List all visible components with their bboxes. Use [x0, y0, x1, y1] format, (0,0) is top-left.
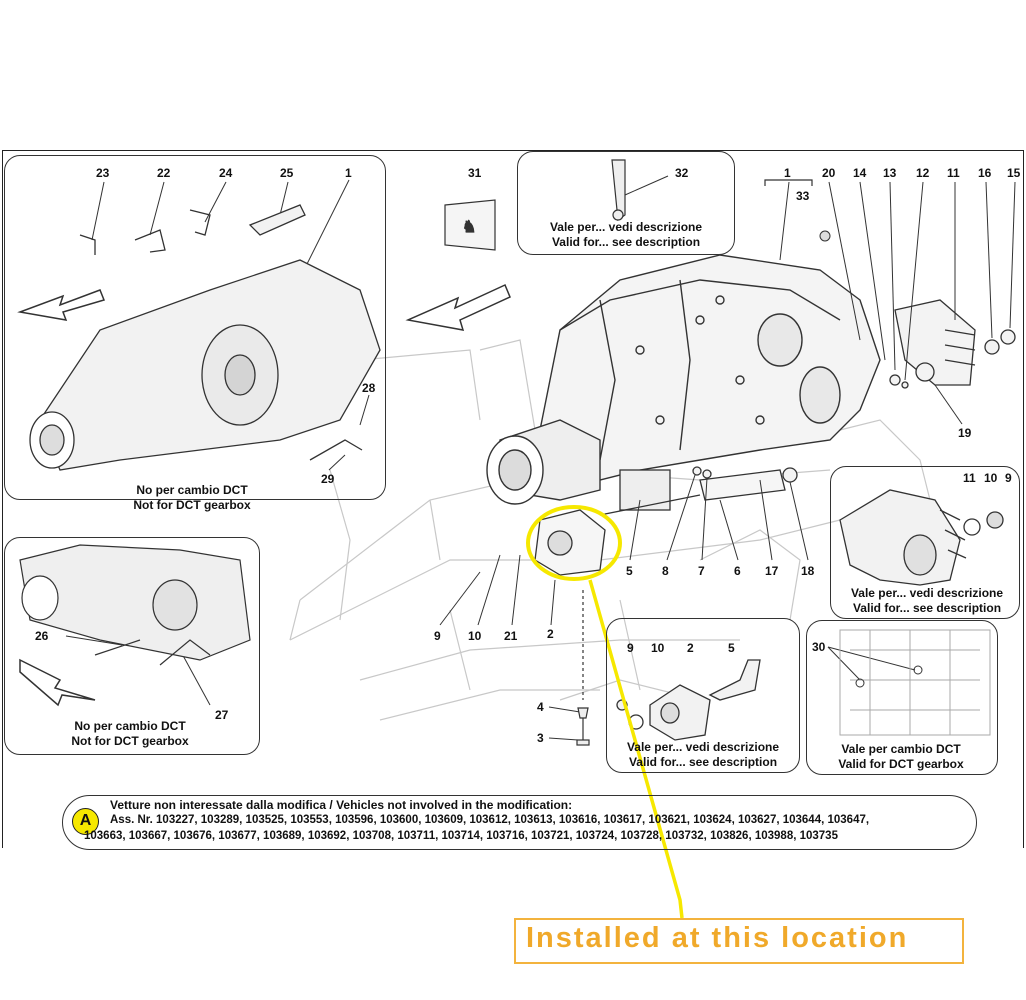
part-number: 16	[978, 166, 992, 180]
part-33	[819, 230, 831, 242]
part-number: 28	[362, 381, 376, 395]
part-number: 2	[687, 641, 694, 655]
svg-text:♞: ♞	[462, 219, 476, 236]
bracket-1	[764, 179, 813, 186]
part-number: 5	[728, 641, 735, 655]
gearbox-mount	[534, 469, 786, 576]
caption-line: Valid for... see description	[628, 755, 778, 769]
bottom-right-dct-sketch	[839, 629, 991, 736]
caption-bottom-center: Vale per... vedi descrizione Valid for..…	[603, 740, 803, 770]
part-number: 9	[1005, 471, 1012, 485]
part-number: 11	[947, 166, 960, 180]
note-assembly-list-2: 103663, 103667, 103676, 103677, 103689, …	[84, 830, 838, 842]
part-number: 12	[916, 166, 930, 180]
caption-mid-left: No per cambio DCT Not for DCT gearbox	[30, 719, 230, 749]
gearbox-main	[486, 254, 881, 505]
part-number: 25	[280, 166, 294, 180]
caption-top-center: Vale per... vedi descrizione Valid for..…	[526, 220, 726, 250]
screws-3-4	[576, 590, 590, 746]
part-number: 2	[547, 627, 554, 641]
part-number: 7	[698, 564, 705, 578]
installation-callout-text: Installed at this location	[526, 922, 909, 954]
part-number: 3	[537, 731, 544, 745]
part-number: 10	[651, 641, 665, 655]
caption-line: Vale per cambio DCT	[841, 742, 961, 756]
caption-line: Vale per... vedi descrizione	[850, 586, 1004, 600]
part-number: 17	[765, 564, 779, 578]
inset-bottom-right	[806, 620, 998, 775]
part-31-label: ♞	[444, 199, 496, 251]
note-assembly-list-1: Ass. Nr. 103227, 103289, 103525, 103553,…	[110, 814, 870, 826]
top-left-assembly	[29, 204, 381, 471]
part-number: 9	[434, 629, 441, 643]
part-number: 5	[626, 564, 633, 578]
part-number: 9	[627, 641, 634, 655]
direction-arrow-center	[405, 283, 511, 331]
part-number: 27	[215, 708, 229, 722]
caption-top-left: No per cambio DCT Not for DCT gearbox	[92, 483, 292, 513]
part-number: 32	[675, 166, 689, 180]
note-heading: Vetture non interessate dalla modifica /…	[110, 798, 573, 812]
part-number: 18	[801, 564, 815, 578]
part-32-sketch	[611, 159, 626, 222]
part-number: 1	[784, 166, 791, 180]
part-number: 31	[468, 166, 482, 180]
right-mount-parts	[692, 299, 1016, 483]
part-number: 19	[958, 426, 972, 440]
caption-right-mid: Vale per... vedi descrizione Valid for..…	[832, 586, 1022, 616]
part-number: 1	[345, 166, 352, 180]
caption-line: Valid for... see description	[852, 601, 1002, 615]
inset-top-left	[4, 155, 386, 500]
installation-callout-box	[514, 918, 964, 964]
inset-right-mid	[830, 466, 1020, 619]
inset-bottom-center	[606, 618, 800, 773]
part-number: 4	[537, 700, 544, 714]
right-inset-mount	[839, 489, 1004, 586]
part-number: 20	[822, 166, 836, 180]
note-badge-a: A	[72, 808, 99, 835]
part-number: 21	[504, 629, 518, 643]
part-number: 26	[35, 629, 49, 643]
caption-bottom-right: Vale per cambio DCT Valid for DCT gearbo…	[805, 742, 997, 772]
inset-top-center	[517, 151, 735, 255]
part-number: 15	[1007, 166, 1021, 180]
caption-line: No per cambio DCT	[74, 719, 186, 733]
part-number: 10	[984, 471, 998, 485]
part-number: 8	[662, 564, 669, 578]
bottom-center-inset-parts	[616, 659, 761, 741]
caption-line: Vale per... vedi descrizione	[549, 220, 703, 234]
part-number: 29	[321, 472, 335, 486]
part-number: 10	[468, 629, 482, 643]
mid-left-assembly	[19, 544, 251, 666]
caption-line: No per cambio DCT	[136, 483, 248, 497]
caption-line: Not for DCT gearbox	[133, 498, 251, 512]
caption-line: Not for DCT gearbox	[71, 734, 189, 748]
direction-arrow-top-left	[17, 289, 106, 321]
part-number: 6	[734, 564, 741, 578]
part-number: 24	[219, 166, 233, 180]
diagram-frame	[2, 150, 1024, 848]
inset-mid-left	[4, 537, 260, 755]
part-number: 33	[796, 189, 810, 203]
leader-lines	[65, 175, 1016, 741]
part-number: 23	[96, 166, 110, 180]
installation-highlight-ring	[526, 505, 622, 581]
note-box	[62, 795, 977, 850]
part-number: 13	[883, 166, 897, 180]
caption-line: Vale per... vedi descrizione	[626, 740, 780, 754]
direction-arrow-mid-left	[19, 658, 96, 707]
part-number: 30	[812, 640, 826, 654]
part-number: 14	[853, 166, 867, 180]
installation-leader-line	[588, 579, 684, 919]
caption-line: Valid for DCT gearbox	[838, 757, 964, 771]
part-number: 22	[157, 166, 171, 180]
caption-line: Valid for... see description	[551, 235, 701, 249]
part-number: 11	[963, 471, 976, 485]
